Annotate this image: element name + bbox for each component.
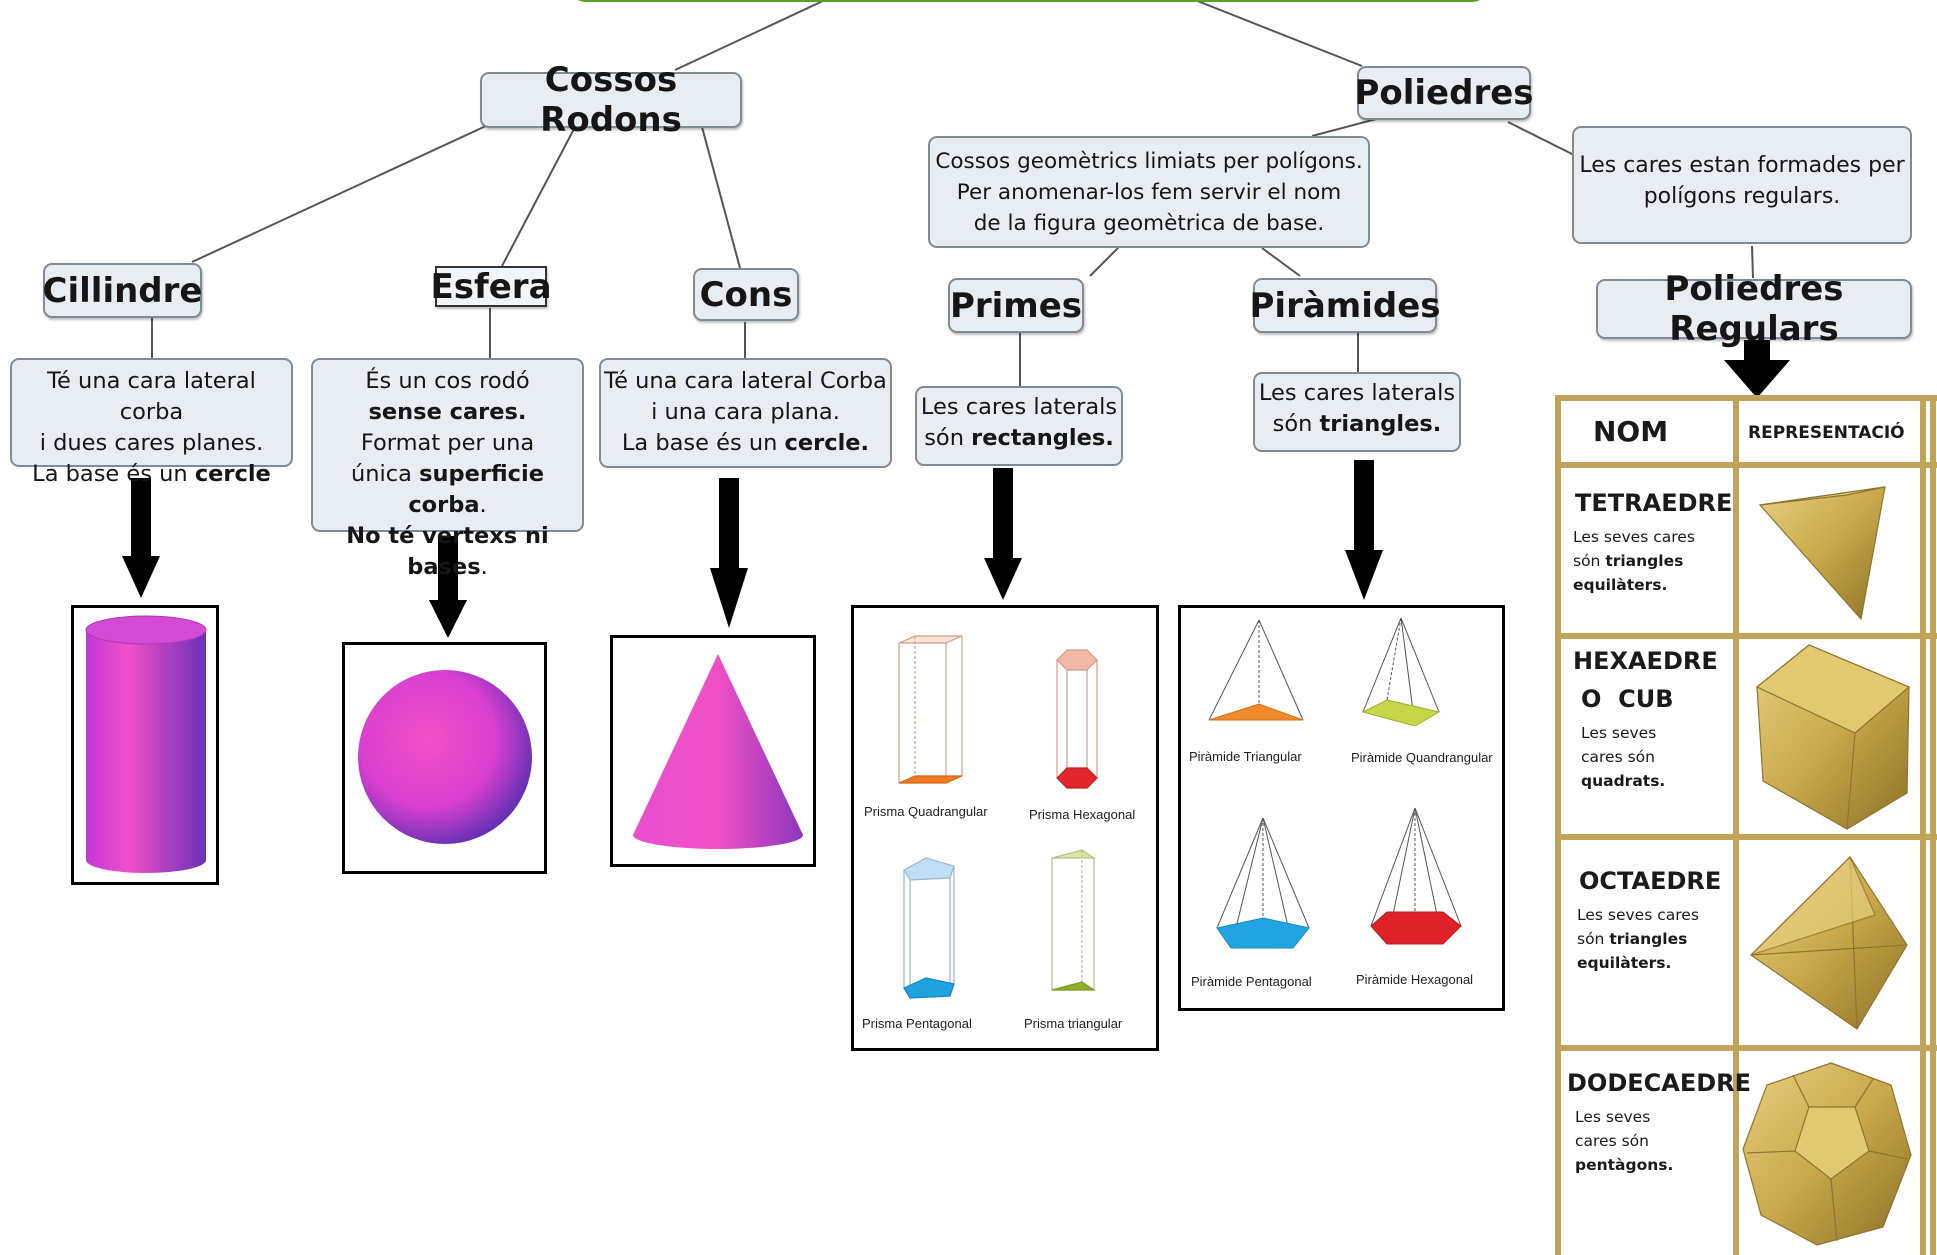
table-grid <box>1555 395 1937 1255</box>
cube-shape <box>1755 644 1911 830</box>
node-poliedres-regulars: Poliedres Regulars <box>1596 269 1912 349</box>
row-cub-name: O CUB <box>1581 685 1674 713</box>
triangular-prism-shape <box>1051 849 1096 991</box>
node-poliedres-regulars-label: Poliedres Regulars <box>1664 269 1844 349</box>
triangular-pyramid-shape <box>1208 619 1304 721</box>
pyramids-image-frame: Piràmide Triangular Piràmide Quandrangul… <box>1178 605 1505 1011</box>
cone-shape <box>633 654 803 849</box>
sphere-description: És un cos rodó sense cares. Format per u… <box>311 358 584 580</box>
cone-desc-line1: Té una cara lateral Corba <box>604 368 887 394</box>
prism-caption-4: Prisma triangular <box>1024 1016 1123 1031</box>
pentagonal-prism-shape <box>903 857 955 999</box>
regular-polyhedra-table: NOM REPRESENTACIÓ TETRAEDRE Les seves ca… <box>1555 395 1937 1255</box>
row-tetraedre-name: TETRAEDRE <box>1575 489 1733 517</box>
node-poliedres-label: Poliedres <box>1354 73 1534 113</box>
polyhedra-desc-line3: de la figura geomètrica de base. <box>973 211 1325 236</box>
prism-caption-2: Prisma Hexagonal <box>1029 807 1135 822</box>
cone-desc-line3: La base és un cercle. <box>621 430 870 456</box>
square-pyramid-shape <box>1361 617 1441 727</box>
cylinder-shape <box>85 615 207 873</box>
table-header-representation: REPRESENTACIÓ <box>1748 423 1905 443</box>
sphere-desc-line5: No té vertexs ni bases. <box>346 523 549 580</box>
tetrahedron-shape <box>1758 486 1886 621</box>
node-cillindre-label: Cillindre <box>42 270 203 311</box>
table-header-name: NOM <box>1593 415 1669 448</box>
cylinder-desc-line3: La base és un cercle <box>32 461 271 487</box>
regular-desc-line1: Les cares estan formades per <box>1579 153 1905 178</box>
node-esfera-label: Esfera <box>430 266 552 307</box>
pyramids-desc-line2: són triangles. <box>1272 411 1442 437</box>
pyramid-caption-3: Piràmide Pentagonal <box>1191 974 1312 989</box>
pyramids-desc-line1: Les cares laterals <box>1258 380 1456 406</box>
root-node <box>570 0 1488 2</box>
row-octaedre-desc: Les seves cares són triangles equilàters… <box>1577 906 1699 972</box>
prisms-image-frame: Prisma Quadrangular Prisma Hexagonal Pri… <box>851 605 1159 1051</box>
node-cons: Cons <box>693 268 799 321</box>
cone-image-frame <box>610 635 816 867</box>
sphere-desc-line3: Format per una <box>360 430 535 456</box>
sphere-desc-line2: sense cares. <box>368 399 527 425</box>
prisms-description: Les cares laterals són rectangles. <box>915 386 1123 466</box>
node-piramides: Piràmides <box>1250 278 1441 333</box>
cylinder-desc-line1: Té una cara lateral corba <box>47 368 256 425</box>
pyramid-caption-4: Piràmide Hexagonal <box>1356 972 1473 987</box>
row-dodecaedre-desc: Les seves cares són pentàgons. <box>1575 1108 1674 1174</box>
node-esfera: Esfera <box>430 266 552 307</box>
cone-desc-line2: i una cara plana. <box>651 399 840 425</box>
pyramids-illustration: Piràmide Triangular Piràmide Quandrangul… <box>1189 617 1493 989</box>
prisms-desc-line2: són rectangles. <box>924 425 1114 451</box>
polyhedra-desc-line2: Per anomenar-los fem servir el nom <box>956 180 1342 205</box>
node-cossos-rodons-label: Cossos Rodons <box>540 60 682 140</box>
sphere-desc-line1: És un cos rodó <box>365 368 530 394</box>
prisms-desc-line1: Les cares laterals <box>920 394 1118 420</box>
pyramids-description: Les cares laterals són triangles. <box>1253 372 1461 452</box>
node-primes: Primes <box>948 278 1084 333</box>
prism-caption-1: Prisma Quadrangular <box>864 804 988 819</box>
regular-desc-line2: polígons regulars. <box>1643 184 1841 209</box>
row-dodecaedre-name: DODECAEDRE <box>1567 1069 1752 1097</box>
sphere-desc-line4: única superficie corba. <box>351 461 544 518</box>
sphere-image-frame <box>342 642 547 874</box>
row-octaedre-name: OCTAEDRE <box>1579 867 1722 895</box>
hexagonal-prism-shape <box>1056 649 1098 789</box>
cone-description: Té una cara lateral Corba i una cara pla… <box>599 358 892 468</box>
regular-description: Les cares estan formades per polígons re… <box>1572 126 1912 244</box>
polyhedra-description: Cossos geomètrics limiats per polígons. … <box>928 136 1370 248</box>
row-hexaedre-desc: Les seves cares són quadrats. <box>1581 724 1666 790</box>
octahedron-shape <box>1750 855 1908 1030</box>
row-tetraedre-desc: Les seves cares són triangles equilàters… <box>1573 528 1695 594</box>
cylinder-image-frame <box>71 605 219 885</box>
pyramid-caption-1: Piràmide Triangular <box>1189 749 1302 764</box>
hexagonal-pyramid-shape <box>1370 807 1462 945</box>
row-hexaedre-name: HEXAEDRE <box>1573 647 1718 675</box>
node-cillindre: Cillindre <box>43 263 202 318</box>
pentagonal-pyramid-shape <box>1216 817 1310 949</box>
dodecahedron-shape <box>1742 1062 1912 1246</box>
prisms-illustration: Prisma Quadrangular Prisma Hexagonal Pri… <box>862 635 1135 1031</box>
polyhedra-desc-line1: Cossos geomètrics limiats per polígons. <box>935 149 1363 174</box>
node-cossos-rodons: Cossos Rodons <box>480 60 742 140</box>
pyramid-caption-2: Piràmide Quandrangular <box>1351 750 1493 765</box>
sphere-shape <box>358 670 532 844</box>
cylinder-description: Té una cara lateral corba i dues cares p… <box>10 358 293 487</box>
prism-caption-3: Prisma Pentagonal <box>862 1016 972 1031</box>
node-piramides-label: Piràmides <box>1249 285 1441 326</box>
node-primes-label: Primes <box>949 285 1083 326</box>
node-poliedres: Poliedres <box>1354 66 1534 120</box>
node-cons-label: Cons <box>699 274 793 315</box>
cylinder-desc-line2: i dues cares planes. <box>39 430 264 456</box>
square-prism-shape <box>898 635 963 784</box>
